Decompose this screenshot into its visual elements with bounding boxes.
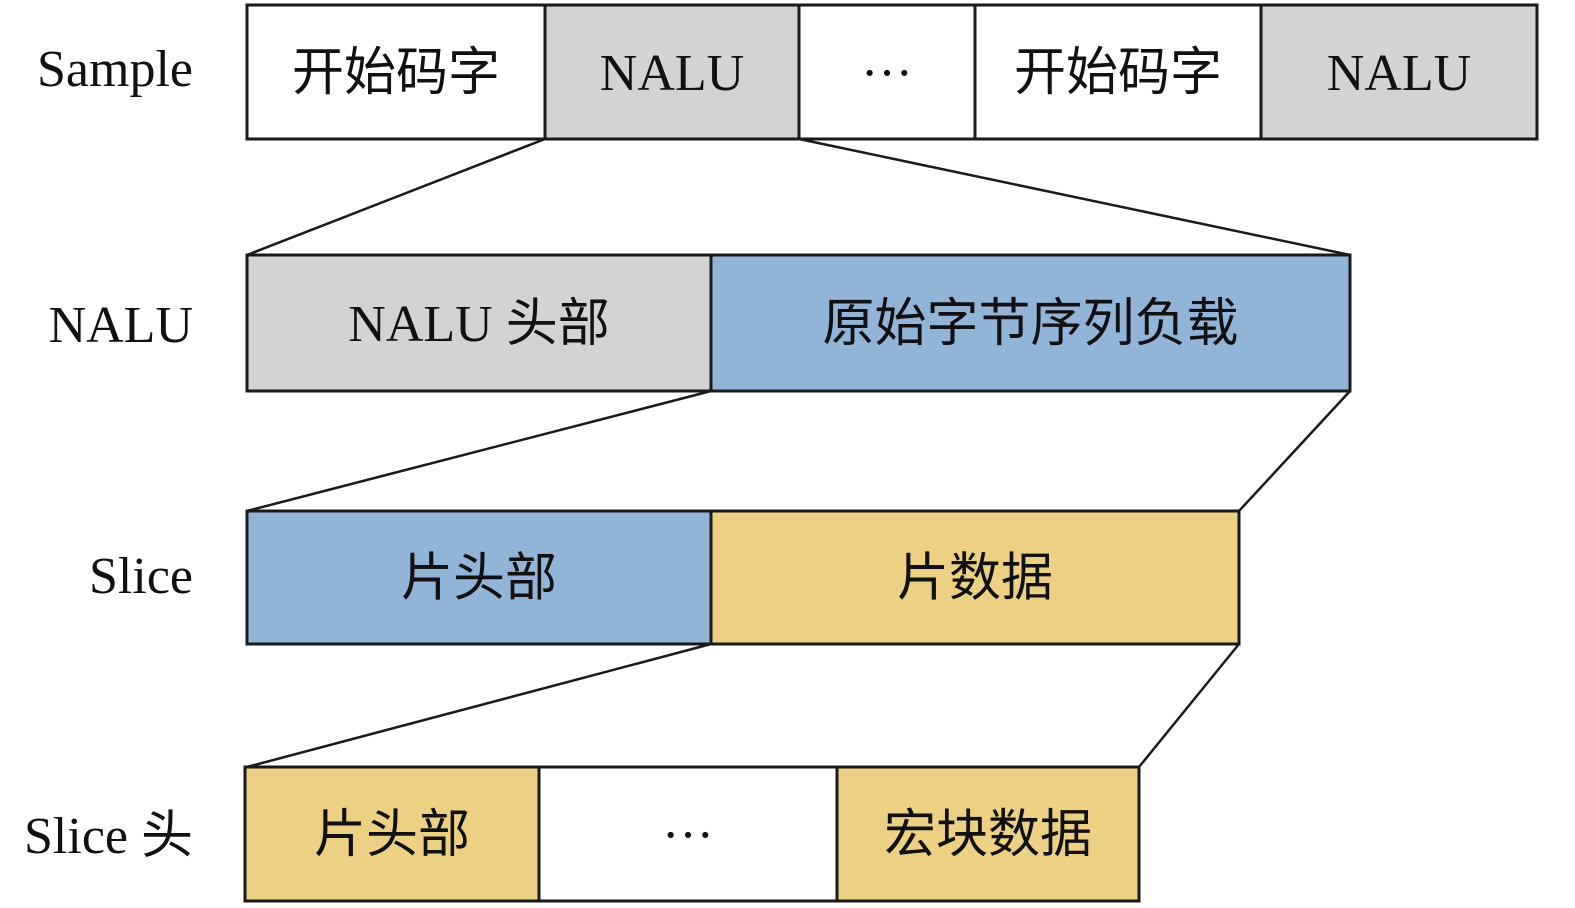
- cell-label: 开始码字: [292, 45, 500, 102]
- connector-line-5: [246, 642, 712, 769]
- cell-label: NALU: [1327, 45, 1471, 102]
- cell-label: ···: [861, 45, 913, 102]
- connector-line-1: [246, 137, 546, 257]
- connector-line-4: [1238, 390, 1351, 512]
- row-label: Sample: [37, 41, 193, 98]
- row-1: Sample 开始码字 NALU ··· 开始码字 NALU: [37, 3, 1539, 141]
- cell-box: [245, 3, 547, 141]
- cell-label: 片数据: [897, 551, 1053, 608]
- connector-line-6: [1138, 643, 1240, 768]
- connector-line-2: [798, 137, 1351, 257]
- row-3: Slice 片头部 片数据: [89, 509, 1241, 646]
- cell: 片数据: [709, 509, 1241, 646]
- diagram-rows: Sample 开始码字 NALU ··· 开始码字 NALU NALU NALU 头部 原始字节…: [24, 3, 1539, 903]
- cell: NALU: [1259, 3, 1539, 141]
- cell-box: [243, 765, 541, 903]
- cell: 开始码字: [245, 3, 547, 141]
- row-4: Slice 头 片头部 ··· 宏块数据: [24, 765, 1141, 903]
- cell: 宏块数据: [835, 765, 1141, 903]
- cell-label: 宏块数据: [884, 807, 1092, 864]
- cell: NALU 头部: [245, 253, 713, 393]
- cell-box: [709, 253, 1352, 393]
- cell: ···: [537, 765, 839, 903]
- cell-box: [543, 3, 801, 141]
- connector-lines: [246, 137, 1351, 769]
- cell-label: 片头部: [401, 551, 557, 608]
- cell: 原始字节序列负载: [709, 253, 1352, 393]
- cell-label: NALU: [600, 45, 744, 102]
- cell-label: ···: [662, 807, 714, 864]
- cell-box: [245, 509, 713, 646]
- cell: 片头部: [243, 765, 541, 903]
- cell: 开始码字: [973, 3, 1263, 141]
- cell-box: [709, 509, 1241, 646]
- cell: ···: [797, 3, 977, 141]
- cell-label: 片头部: [314, 807, 470, 864]
- cell-label: 原始字节序列负载: [822, 296, 1238, 353]
- cell-box: [797, 3, 977, 141]
- cell-label: 开始码字: [1014, 45, 1222, 102]
- cell-box: [1259, 3, 1539, 141]
- row-label: Slice: [89, 548, 193, 605]
- cell-box: [835, 765, 1141, 903]
- row-label: NALU: [49, 297, 193, 354]
- cell: NALU: [543, 3, 801, 141]
- row-label: Slice 头: [24, 808, 193, 865]
- cell: 片头部: [245, 509, 713, 646]
- cell-box: [245, 253, 713, 393]
- connector-line-3: [246, 389, 712, 513]
- row-2: NALU NALU 头部 原始字节序列负载: [49, 253, 1352, 393]
- cell-label: NALU 头部: [348, 296, 609, 353]
